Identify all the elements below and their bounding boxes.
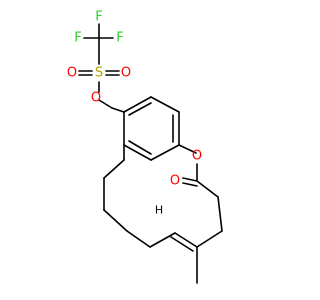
bond-ccarb-ocarb-b (182, 182, 198, 187)
atom-oxygen-ring: O (192, 149, 202, 164)
atom-fluorine-1: F (74, 31, 81, 46)
bond-ar-in-1 (128, 140, 152, 155)
chemical-structure: F F F S O O O O O H (67, 10, 223, 284)
atom-oxygen-sulfonyl-2: O (121, 66, 131, 81)
bond-c8-c9 (103, 159, 125, 179)
bond-c2-c3 (196, 230, 223, 248)
bond-c6-c7 (103, 209, 128, 232)
bond-c4-c5 (149, 232, 176, 248)
bond-ar-7 (123, 96, 152, 113)
bond-c3-c4-b (170, 236, 194, 252)
bond-ar-in-3 (128, 102, 152, 116)
bond-c1-c2 (217, 196, 223, 232)
atom-oxygen-carbonyl: O (170, 174, 180, 189)
bond-ar-3 (123, 144, 152, 161)
atom-fluorine-3: F (116, 31, 123, 46)
bond-ccarb-c1 (196, 180, 219, 198)
atom-fluorine-2: F (95, 10, 102, 25)
atom-sulfur: S (95, 66, 103, 81)
bond-c5-c6 (126, 230, 151, 248)
atom-oxygen-sulfonyl-1: O (67, 66, 77, 81)
atom-hydrogen: H (155, 204, 163, 217)
bond-ar-6 (150, 96, 180, 113)
bond-ar-4 (150, 144, 180, 161)
bond-c3-c4-a (174, 232, 198, 248)
atom-oxygen-ester: O (91, 91, 101, 106)
bond-lines (78, 23, 223, 284)
bond-ar-oring (178, 144, 197, 154)
bond-oester-c (98, 99, 113, 109)
bond-ar-1 (111, 107, 125, 113)
bond-ccarb-ocarb-a (182, 177, 198, 182)
